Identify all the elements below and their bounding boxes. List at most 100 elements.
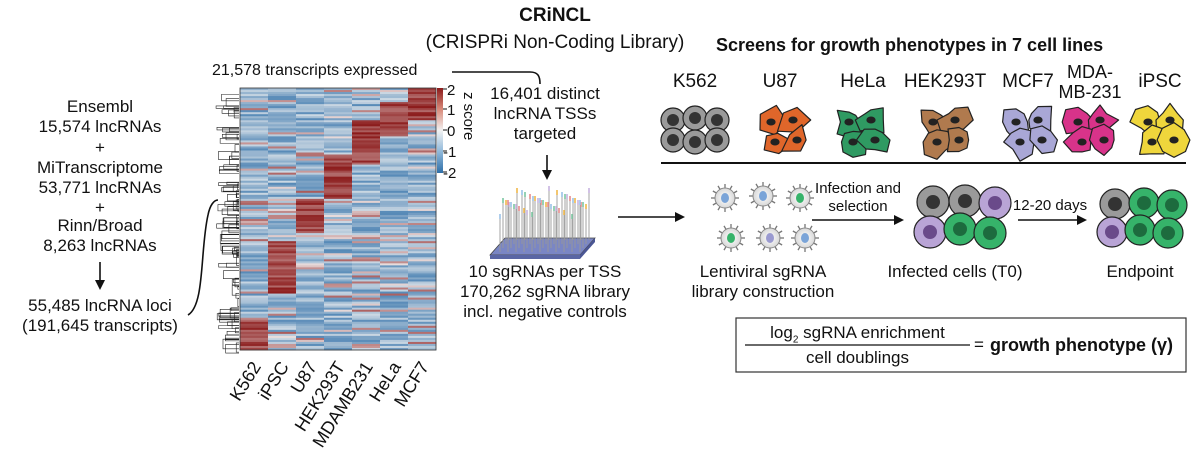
- heatmap-cell: [380, 142, 409, 145]
- heatmap-cell: [408, 333, 437, 337]
- heatmap-cell: [296, 132, 325, 135]
- heatmap-cell: [296, 90, 325, 93]
- heatmap-cell: [296, 299, 325, 303]
- heatmap-cell: [268, 172, 297, 176]
- virus-spike: [797, 246, 801, 251]
- heatmap-cell: [296, 269, 325, 272]
- k562-nucleus: [667, 114, 679, 126]
- heatmap-cell: [380, 253, 409, 256]
- heatmap-cell: [380, 200, 409, 204]
- dendrogram-branch: [229, 307, 239, 319]
- heatmap-cell: [380, 174, 409, 178]
- heatmap-cell: [240, 186, 269, 190]
- heatmap-cell: [324, 287, 353, 290]
- heatmap-cell: [352, 162, 381, 165]
- heatmap-cell: [380, 96, 409, 99]
- heatmap-cell: [268, 263, 297, 266]
- heatmap-cell: [296, 162, 325, 165]
- heatmap-cell: [408, 289, 437, 292]
- dendrogram-branch: [216, 127, 239, 131]
- heatmap-cell: [240, 239, 269, 242]
- heatmap-cell: [408, 168, 437, 172]
- heatmap-cell: [268, 96, 297, 99]
- heatmap-cell: [240, 265, 269, 268]
- heatmap-cell: [240, 214, 269, 218]
- dendrogram-branch: [218, 182, 239, 186]
- heatmap-cell: [352, 305, 381, 309]
- dendrogram-branch: [237, 298, 239, 307]
- source-rinn-name: Rinn/Broad: [57, 216, 143, 235]
- heatmap-cell: [240, 108, 269, 111]
- heatmap-cell: [240, 206, 269, 210]
- heatmap-cell: [268, 130, 297, 133]
- heatmap-cell: [296, 144, 325, 147]
- heatmap-cell: [324, 297, 353, 301]
- heatmap-cell: [324, 172, 353, 176]
- heatmap-cell: [408, 150, 437, 153]
- heatmap-cell: [268, 148, 297, 151]
- heatmap-cell: [268, 164, 297, 167]
- heatmap-cell: [352, 156, 381, 159]
- heatmap-cell: [380, 88, 409, 91]
- colorbar-ticks: [443, 88, 447, 173]
- heatmap-cell: [240, 263, 269, 266]
- heatmap-cell: [408, 190, 437, 194]
- heatmap-cell: [408, 98, 437, 101]
- heatmap-cell: [380, 277, 409, 280]
- infection-label-line1: Infection and: [815, 180, 901, 197]
- heatmap-cell: [296, 287, 325, 290]
- heatmap-cell: [324, 182, 353, 186]
- heatmap-cell: [352, 251, 381, 254]
- heatmap-cell: [240, 170, 269, 174]
- heatmap-cell: [296, 311, 325, 315]
- heatmap-cell: [240, 156, 269, 159]
- heatmap-cell: [296, 198, 325, 202]
- heatmap-cell: [324, 134, 353, 137]
- heatmap-cell: [352, 301, 381, 305]
- heatmap-cell: [352, 299, 381, 303]
- heatmap-cell: [380, 247, 409, 250]
- heatmap-cell: [296, 94, 325, 97]
- heatmap-cell: [240, 301, 269, 305]
- heatmap-cell: [408, 241, 437, 244]
- heatmap-cell: [380, 317, 409, 321]
- heatmap-cell: [296, 261, 325, 264]
- heatmap-cell: [268, 180, 297, 184]
- heatmap-cell: [268, 168, 297, 172]
- heatmap-cell: [408, 154, 437, 157]
- heatmap-cell: [324, 251, 353, 254]
- heatmap-cell: [380, 122, 409, 125]
- heatmap-cell: [352, 164, 381, 167]
- heatmap-cell: [324, 110, 353, 113]
- heatmap-cell: [296, 293, 325, 296]
- heatmap-cell: [380, 124, 409, 127]
- heatmap-cell: [324, 317, 353, 321]
- virus-spike: [755, 204, 759, 209]
- heatmap-cell: [324, 200, 353, 204]
- heatmap-cell: [268, 166, 297, 170]
- heatmap-cell: [324, 281, 353, 284]
- heatmap-cell: [268, 204, 297, 208]
- virus-spike: [717, 206, 721, 211]
- heatmap-cell: [380, 148, 409, 151]
- k562-nucleus: [689, 112, 701, 124]
- heatmap-cell: [380, 170, 409, 174]
- heatmap-cell: [324, 106, 353, 109]
- heatmap-cell: [408, 225, 437, 228]
- heatmap-cell: [240, 162, 269, 165]
- heatmap-cell: [240, 212, 269, 216]
- heatmap-cell: [408, 303, 437, 307]
- heatmap-cell: [408, 170, 437, 174]
- heatmap-cell: [324, 227, 353, 230]
- heatmap-cell: [324, 122, 353, 125]
- heatmap-cell: [408, 134, 437, 137]
- hela-cell-nucleus: [870, 136, 880, 144]
- heatmap-cell: [268, 241, 297, 244]
- heatmap-cell: [268, 223, 297, 226]
- heatmap-cell: [352, 263, 381, 266]
- heatmap-cell: [296, 281, 325, 284]
- heatmap-cell: [380, 214, 409, 218]
- heatmap-cell: [352, 178, 381, 182]
- ipsc-cell-nucleus: [1147, 138, 1157, 146]
- u87-cell-nucleus: [792, 136, 802, 144]
